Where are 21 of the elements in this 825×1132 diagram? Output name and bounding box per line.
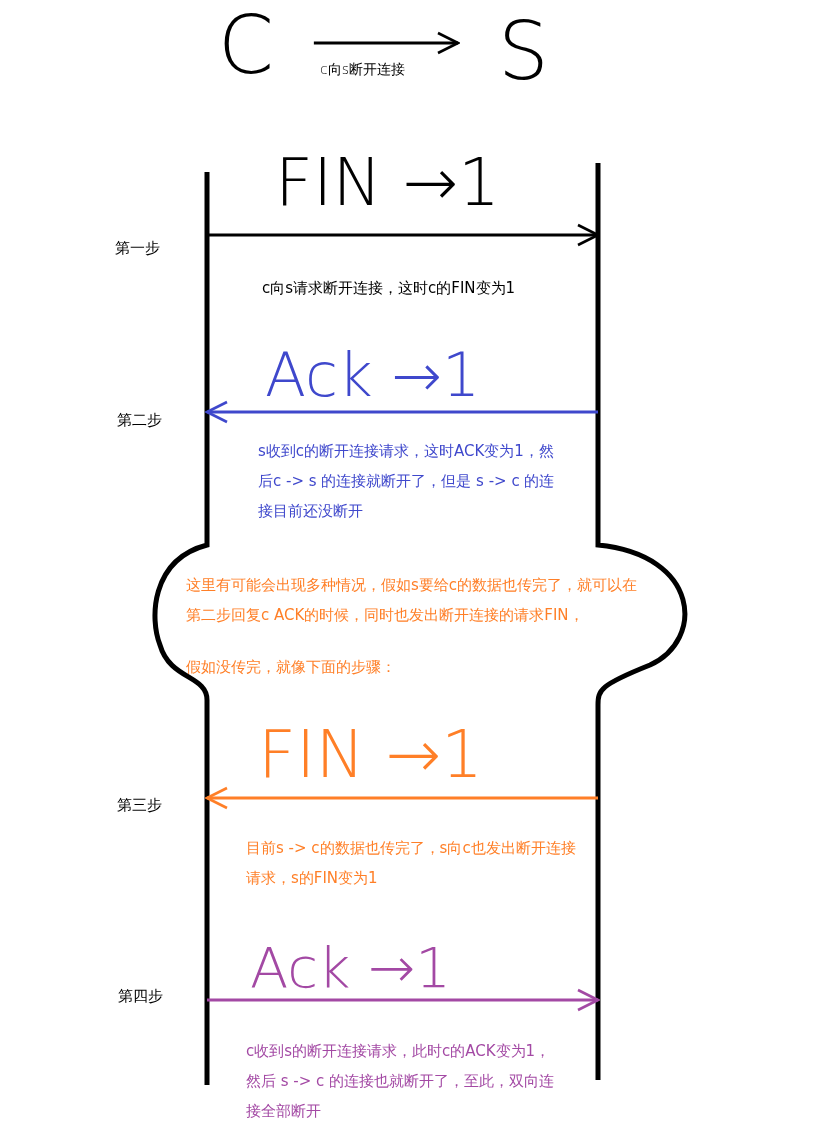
arrow	[205, 786, 598, 810]
participant-label: S	[498, 12, 549, 92]
step-label: 第三步	[117, 795, 162, 816]
note-text: s收到c的断开连接请求，这时ACK变为1，然后c -> s 的连接就断开了，但是 s -> c 的连接目前还没断开	[258, 441, 556, 522]
note-text: 这里有可能会出现多种情况，假如s要给c的数据也传完了，就可以在第二步回复c ACK的时候，同时也发出断开连接的请求FIN，	[186, 575, 639, 626]
step-label: 第四步	[118, 986, 163, 1007]
note-text: 假如没传完，就像下面的步骤：	[186, 657, 396, 678]
edge-label: FIN →1	[275, 150, 501, 216]
step-label: 第一步	[115, 238, 160, 259]
arrow	[207, 988, 600, 1012]
arrow	[313, 31, 460, 55]
note-text: 目前s -> c的数据也传完了，s向c也发出断开连接请求，s的FIN变为1	[246, 838, 576, 889]
arrow	[205, 400, 598, 424]
note-text: c收到s的断开连接请求，此时c的ACK变为1，然后 s -> c 的连接也就断开了，至此，双向连接全部断开	[246, 1041, 556, 1122]
participant-label: C	[218, 6, 274, 86]
note-text: c向s请求断开连接，这时c的FIN变为1	[262, 278, 516, 299]
step-label: 第二步	[117, 410, 162, 431]
edge-label: Ack →1	[250, 940, 451, 996]
edge-label: Ack →1	[265, 345, 481, 405]
edge-label: c向s断开连接	[320, 62, 405, 76]
edge-label: FIN →1	[258, 722, 484, 788]
